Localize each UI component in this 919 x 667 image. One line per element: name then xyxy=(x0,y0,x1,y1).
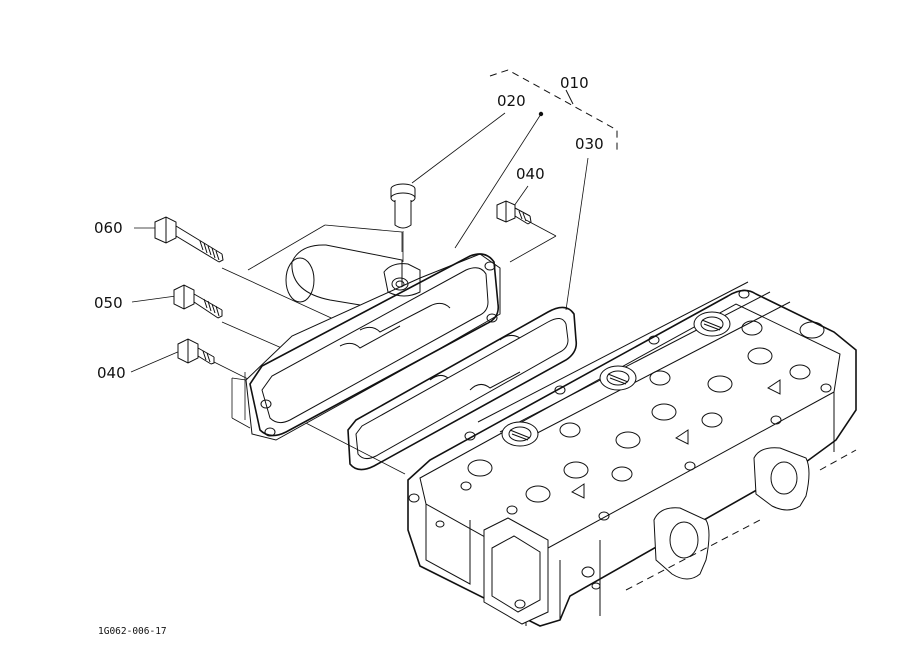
part-020-pin xyxy=(390,183,416,262)
figure-code: 1G062-006-17 xyxy=(98,626,167,637)
assembly-bracket xyxy=(489,69,618,150)
label-040-upper: 040 xyxy=(516,165,545,183)
label-060: 060 xyxy=(94,219,123,237)
label-020: 020 xyxy=(497,92,526,110)
bolt-060 xyxy=(154,216,224,263)
cylinder-head xyxy=(407,281,857,627)
label-030: 030 xyxy=(575,135,604,153)
bolt-050 xyxy=(173,284,223,319)
label-010: 010 xyxy=(560,74,589,92)
part-030-gasket xyxy=(347,306,578,471)
bolt-040-lower xyxy=(177,338,215,365)
bolt-040-upper xyxy=(496,200,532,225)
label-050: 050 xyxy=(94,294,123,312)
label-040-lower: 040 xyxy=(97,364,126,382)
cover-housing xyxy=(231,244,501,441)
